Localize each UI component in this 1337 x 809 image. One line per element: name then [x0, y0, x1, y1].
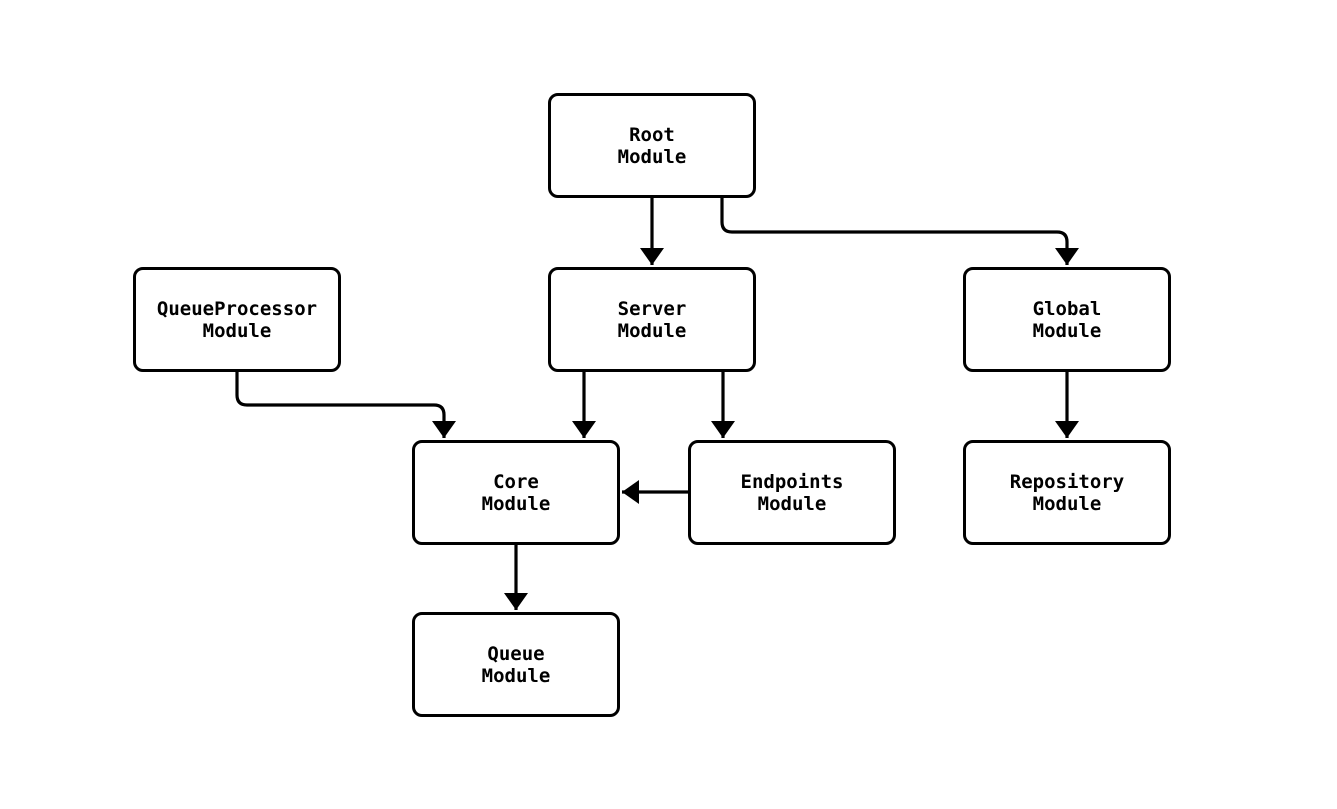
node-queue-module: Queue Module	[412, 612, 620, 717]
node-label-line: Endpoints	[740, 470, 844, 493]
node-label-line: Repository	[1009, 470, 1125, 493]
node-global-module: Global Module	[963, 267, 1171, 372]
node-label-line: Queue	[487, 642, 545, 665]
node-label-line: Module	[1032, 492, 1102, 515]
node-label-line: Module	[617, 145, 687, 168]
node-label-line: Server	[617, 297, 687, 320]
edge-queueprocessor-to-core	[235, 372, 456, 438]
node-label-line: Module	[481, 492, 551, 515]
node-label-line: Module	[481, 664, 551, 687]
node-label-line: Root	[629, 123, 675, 146]
node-server-module: Server Module	[548, 267, 756, 372]
node-endpoints-module: Endpoints Module	[688, 440, 896, 545]
node-label-line: Module	[617, 319, 687, 342]
node-label-line: Module	[202, 319, 272, 342]
edge-root-to-global	[720, 198, 1079, 265]
node-label-line: Module	[757, 492, 827, 515]
node-label-line: QueueProcessor	[156, 297, 318, 320]
node-root-module: Root Module	[548, 93, 756, 198]
node-label-line: Global	[1032, 297, 1102, 320]
node-repository-module: Repository Module	[963, 440, 1171, 545]
node-label-line: Module	[1032, 319, 1102, 342]
node-queueprocessor-module: QueueProcessor Module	[133, 267, 341, 372]
node-label-line: Core	[493, 470, 539, 493]
node-core-module: Core Module	[412, 440, 620, 545]
